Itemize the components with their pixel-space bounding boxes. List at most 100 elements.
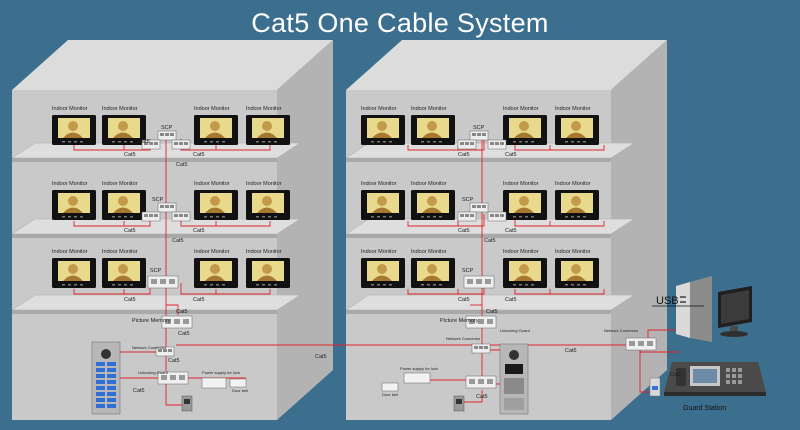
indoor-monitor-icon xyxy=(555,115,599,145)
indoor-monitor-label: Indoor Monitor xyxy=(555,249,591,255)
scp-module-icon xyxy=(463,275,495,289)
cat5-label: Cat5 xyxy=(168,358,180,364)
scp-module-icon xyxy=(147,275,179,289)
indoor-monitor-label: Indoor Monitor xyxy=(246,106,282,112)
indoor-monitor-icon xyxy=(52,258,96,288)
indoor-monitor-icon xyxy=(411,258,455,288)
scp-module-icon xyxy=(141,211,161,222)
indoor-monitor-icon xyxy=(194,115,238,145)
scp-module-icon xyxy=(487,139,507,150)
indoor-monitor-label: Indoor Monitor xyxy=(102,249,138,255)
picture-memory-label: Picture Memory xyxy=(132,318,171,324)
indoor-monitor-label: Indoor Monitor xyxy=(411,181,447,187)
power-supply-label: Power supply for lock xyxy=(202,370,240,375)
indoor-monitor-label: Indoor Monitor xyxy=(555,181,591,187)
cat5-label: Cat5 xyxy=(178,331,190,337)
picture-memory-label: Picture Memory xyxy=(440,318,479,324)
cat5-label: Cat5 xyxy=(138,139,150,145)
cat5-label: Cat5 xyxy=(124,297,136,303)
indoor-monitor-label: Indoor Monitor xyxy=(102,106,138,112)
indoor-monitor-label: Indoor Monitor xyxy=(246,181,282,187)
page-title: Cat5 One Cable System xyxy=(251,8,549,38)
cat5-label: Cat5 xyxy=(565,348,577,354)
indoor-monitor-icon xyxy=(52,190,96,220)
building-1 xyxy=(11,40,333,420)
indoor-monitor-icon xyxy=(361,190,405,220)
indoor-monitor-icon xyxy=(503,190,547,220)
lock-icon xyxy=(453,395,465,412)
scp-label: SCP xyxy=(462,268,474,274)
cat5-label: Cat5 xyxy=(172,238,184,244)
indoor-monitor-icon xyxy=(361,115,405,145)
indoor-monitor-label: Indoor Monitor xyxy=(503,181,539,187)
scp-module-icon xyxy=(469,130,489,141)
scp-label: SCP xyxy=(152,197,164,203)
cat5-label: Cat5 xyxy=(176,309,188,315)
cat5-label: Cat5 xyxy=(124,152,136,158)
computer-icon xyxy=(676,276,752,342)
indoor-monitor-label: Indoor Monitor xyxy=(102,181,138,187)
scp-module-icon xyxy=(469,202,489,213)
indoor-monitor-icon xyxy=(194,190,238,220)
indoor-monitor-label: Indoor Monitor xyxy=(361,106,397,112)
scp-label: SCP xyxy=(473,125,485,131)
scp-module-icon xyxy=(157,130,177,141)
scp-module-icon xyxy=(171,139,191,150)
scp-module-icon xyxy=(157,202,177,213)
cat5-label: Cat5 xyxy=(458,152,470,158)
indoor-monitor-icon xyxy=(555,258,599,288)
door-panel-icon xyxy=(499,343,529,415)
cat5-label: Cat5 xyxy=(176,162,188,168)
building-2 xyxy=(345,40,667,420)
network-connector-label: Network Connector xyxy=(446,336,481,341)
indoor-monitor-icon xyxy=(361,258,405,288)
scp-label: SCP xyxy=(462,197,474,203)
cat5-label: Cat5 xyxy=(670,372,682,378)
indoor-monitor-icon xyxy=(52,115,96,145)
indoor-monitor-icon xyxy=(411,190,455,220)
cat5-label: Cat5 xyxy=(476,394,488,400)
building-2-devices xyxy=(361,115,599,415)
usb-label: USB xyxy=(656,295,679,307)
scp-module-icon xyxy=(487,211,507,222)
indoor-monitor-icon xyxy=(102,190,146,220)
indoor-monitor-label: Indoor Monitor xyxy=(52,249,88,255)
door-bell-label: Door bell xyxy=(232,388,248,393)
indoor-monitor-icon xyxy=(555,190,599,220)
indoor-monitor-label: Indoor Monitor xyxy=(503,249,539,255)
indoor-monitor-icon xyxy=(411,115,455,145)
indoor-monitor-icon xyxy=(503,258,547,288)
cat5-label: Cat5 xyxy=(486,309,498,315)
power-supply-unit xyxy=(403,372,431,384)
labels: Indoor Monitor Indoor Monitor Indoor Mon… xyxy=(52,106,726,412)
indoor-monitor-icon xyxy=(246,190,290,220)
network-connector-label: Network Connector xyxy=(604,328,639,333)
network-connector-module xyxy=(625,337,657,351)
indoor-monitor-label: Indoor Monitor xyxy=(555,106,591,112)
lock-icon xyxy=(181,395,193,412)
door-bell-label: Door bell xyxy=(382,392,398,397)
indoor-monitor-label: Indoor Monitor xyxy=(503,106,539,112)
network-connector-module xyxy=(471,343,491,354)
door-bell-unit xyxy=(381,382,399,392)
cat5-label: Cat5 xyxy=(315,354,327,360)
guard-area xyxy=(625,276,766,397)
cat5-label: Cat5 xyxy=(124,228,136,234)
indoor-monitor-label: Indoor Monitor xyxy=(194,249,230,255)
cat5-label: Cat5 xyxy=(484,238,496,244)
network-connector-label: Network Connector xyxy=(132,345,167,350)
indoor-monitor-label: Indoor Monitor xyxy=(411,249,447,255)
indoor-monitor-icon xyxy=(246,258,290,288)
unlocking-guard-module xyxy=(465,375,497,389)
scp-module-icon xyxy=(457,211,477,222)
indoor-monitor-label: Indoor Monitor xyxy=(52,181,88,187)
unlocking-guard-label: Unlocking Guard xyxy=(500,328,530,333)
cat5-cables xyxy=(73,139,700,406)
power-supply-unit xyxy=(201,377,227,389)
cat5-label: Cat5 xyxy=(193,228,205,234)
power-supply-label: Power supply for lock xyxy=(400,366,438,371)
cat5-label: Cat5 xyxy=(505,152,517,158)
cat5-label: Cat5 xyxy=(505,297,517,303)
indoor-monitor-label: Indoor Monitor xyxy=(194,106,230,112)
indoor-monitor-label: Indoor Monitor xyxy=(246,249,282,255)
